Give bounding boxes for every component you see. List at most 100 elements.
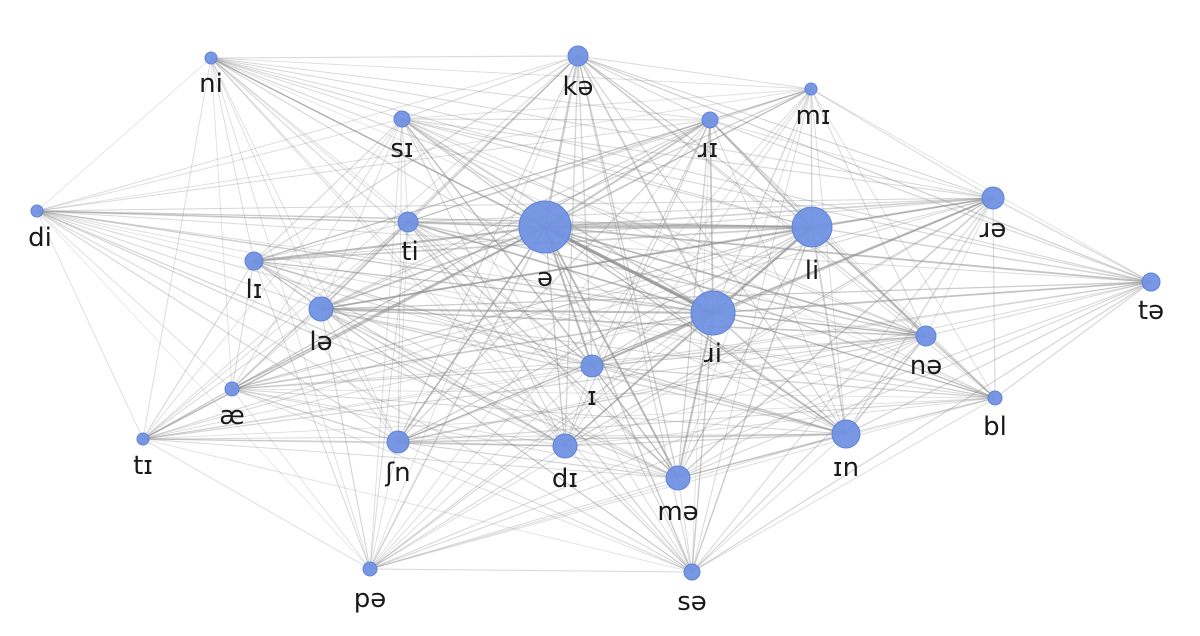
edge-ri-dii <box>564 119 711 447</box>
network-edges <box>36 54 1152 573</box>
edge-si-schwa <box>401 118 546 228</box>
edge-li-bl <box>253 260 996 399</box>
edge-mi-pa <box>369 88 812 570</box>
edge-schwa-rii <box>543 225 715 315</box>
edge-ti-li <box>253 221 409 262</box>
edge-i-ae <box>231 365 593 390</box>
node-si <box>393 110 411 128</box>
edge-mi-bl <box>810 88 996 399</box>
edge-bl-sa <box>691 397 996 573</box>
node-label-in: ɪn <box>833 453 859 483</box>
edge-i-shn <box>397 365 593 443</box>
edge-rii-sa <box>691 312 714 573</box>
edge-di-pa <box>36 210 371 570</box>
edge-na-ma <box>677 335 927 479</box>
edge-ae-pa <box>231 388 371 570</box>
node-label-la: lə <box>309 327 332 357</box>
edge-mi-ri <box>709 88 812 121</box>
edge-di-in <box>36 210 847 435</box>
edge-ta-i <box>591 281 1152 367</box>
edge-ra-dii <box>564 197 994 447</box>
node-schwa <box>518 200 572 254</box>
edge-si-la <box>320 118 403 310</box>
edge-si-ri <box>401 118 711 121</box>
edge-li2-dii <box>564 226 813 447</box>
edge-ni-ti <box>210 57 409 223</box>
edge-na-bl <box>925 335 996 399</box>
edge-li2-shn <box>397 226 813 443</box>
node-ka <box>567 45 589 67</box>
edge-si-di <box>36 118 403 212</box>
edge-ni-pa <box>210 57 371 570</box>
edge-mi-di <box>36 88 812 212</box>
edge-di-ma <box>36 210 679 479</box>
edge-ti-ra <box>407 197 994 223</box>
edge-ra-ti2 <box>142 197 994 440</box>
edge-na-in <box>845 335 927 435</box>
edge-ri-i <box>591 119 711 367</box>
edge-ti2-dii <box>142 438 566 447</box>
edge-la-shn <box>320 308 399 443</box>
edge-ka-ra <box>577 55 994 199</box>
edge-ka-schwa <box>543 54 580 229</box>
edge-shn-dii <box>397 441 566 447</box>
edge-ni-ka <box>210 55 579 59</box>
edge-si-sa <box>401 118 693 573</box>
edge-li2-sa <box>691 226 813 573</box>
node-di <box>30 204 44 218</box>
edge-ni-ri <box>210 57 711 121</box>
edge-bl-dii <box>564 397 996 447</box>
edge-rii-ma <box>677 312 714 479</box>
edge-ka-ri <box>577 55 711 121</box>
edge-ka-ti <box>407 55 579 223</box>
edge-ra-la <box>320 197 994 310</box>
edge-dii-sa <box>564 445 693 573</box>
edge-dii-pa <box>369 445 566 570</box>
edge-ri-ra <box>709 119 994 199</box>
edge-i-sa <box>591 365 693 573</box>
node-in <box>831 419 861 449</box>
edge-la-i <box>320 308 593 367</box>
node-mi <box>804 82 818 96</box>
edge-i-pa <box>369 365 593 570</box>
edge-si-ra <box>401 118 994 199</box>
edge-shn-pa <box>369 441 399 570</box>
edge-ri-ta <box>709 119 1152 283</box>
edge-si-ta <box>401 118 1152 283</box>
node-pa <box>362 561 378 577</box>
edge-ti-sa <box>407 221 693 573</box>
edge-ka-i <box>577 55 593 367</box>
edge-ka-si <box>401 55 579 120</box>
edge-dii-in <box>564 433 847 447</box>
edge-schwa-shn <box>397 226 546 443</box>
node-ti2 <box>136 432 150 446</box>
edge-ri-li <box>253 119 711 262</box>
edge-dii-ma <box>564 445 679 479</box>
edge-ti2-pa <box>142 438 371 570</box>
edge-ka-mi <box>577 55 812 90</box>
edge-rii-dii <box>564 312 714 447</box>
edge-si-ma <box>401 118 679 479</box>
edge-ri-di <box>36 119 711 212</box>
edge-ra-in <box>845 197 994 435</box>
edge-bl-ti2 <box>142 397 996 440</box>
edge-ni-ti2 <box>142 57 212 440</box>
edge-ri-ma <box>677 119 711 479</box>
edge-li2-ae <box>231 226 813 390</box>
edge-ri-rii <box>709 119 714 314</box>
edge-li2-ma <box>677 226 813 479</box>
edge-mi-in <box>810 88 847 435</box>
edge-li-shn <box>253 260 399 443</box>
edge-di-la <box>36 210 322 310</box>
edge-ni-mi <box>210 57 812 90</box>
edge-ni-ra <box>210 57 994 199</box>
edge-ta-ma <box>677 281 1152 479</box>
edge-ri-schwa <box>543 118 712 229</box>
edge-ka-rii <box>577 55 714 314</box>
edge-li-ae <box>231 260 255 390</box>
edge-mi-rii <box>712 88 812 314</box>
edge-ma-pa <box>369 477 679 570</box>
edge-mi-ti2 <box>142 88 812 440</box>
node-na <box>915 325 937 347</box>
